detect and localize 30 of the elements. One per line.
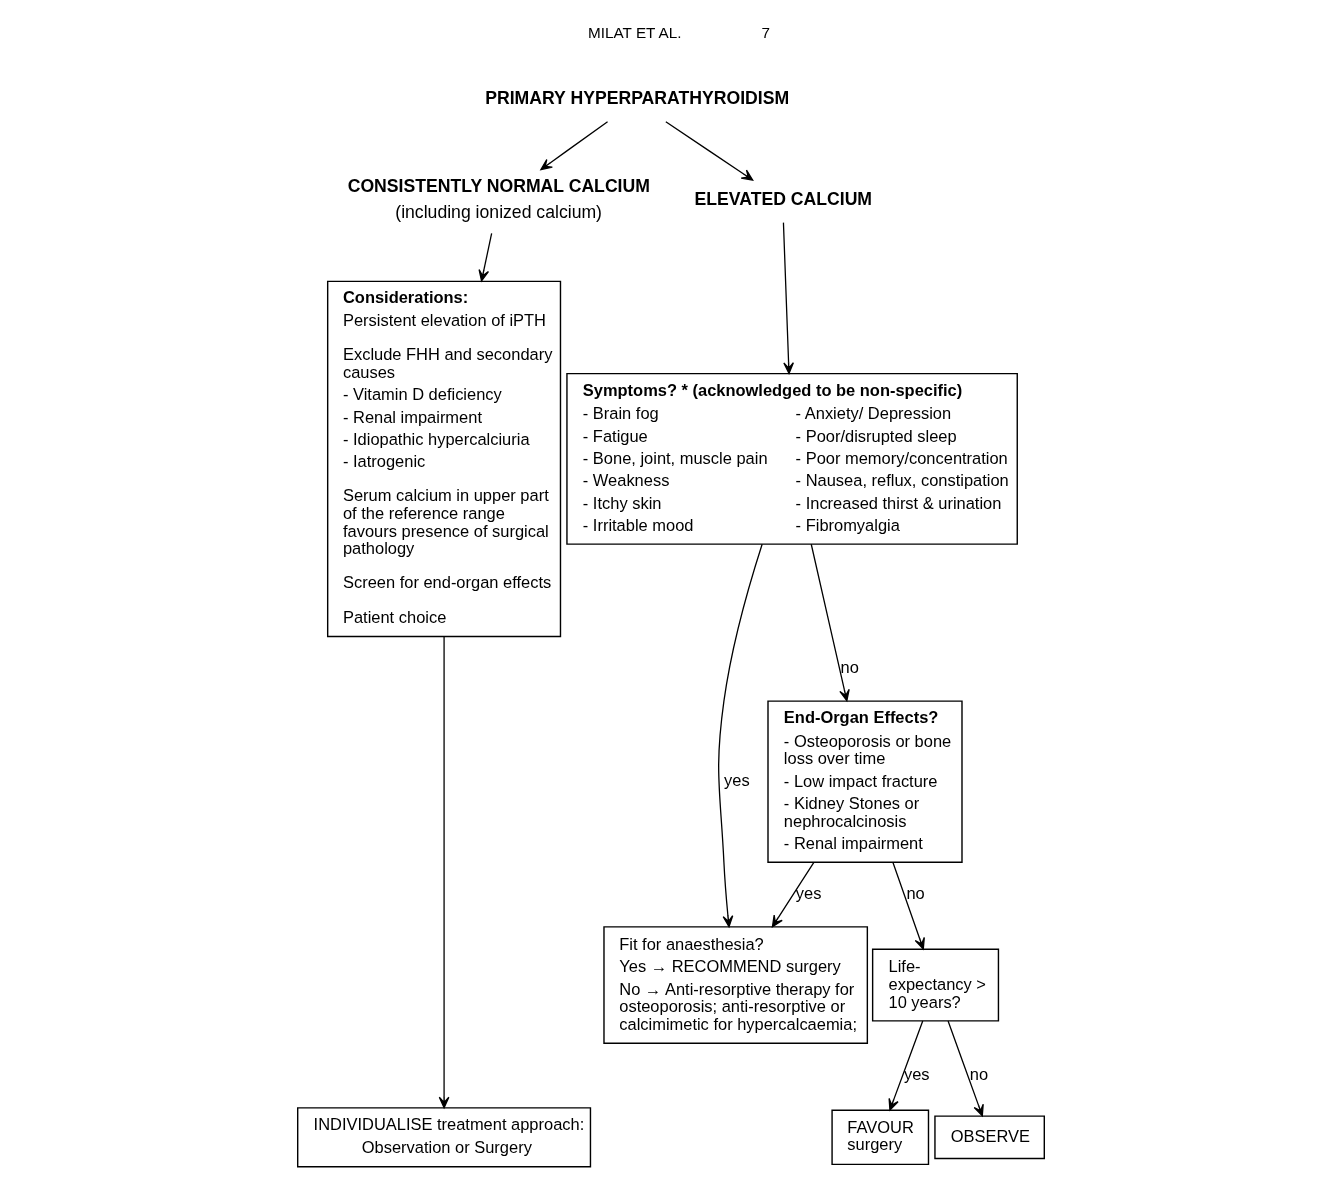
node-box: Life-expectancy > 10 years?: [871, 948, 1000, 1022]
edge-label: yes: [724, 771, 750, 789]
arrow: [892, 861, 925, 950]
arrow: [888, 1020, 924, 1111]
edge-label: no: [969, 1064, 989, 1083]
node-text: PRIMARY HYPERPARATHYROIDISM: [485, 87, 790, 108]
edge-label: no: [840, 658, 859, 677]
node-text: CONSISTENTLY NORMAL CALCIUM (including ionized calcium): [347, 176, 650, 222]
arrow: [810, 543, 850, 702]
arrow: [947, 1020, 984, 1117]
node-box: End-Organ Effects? - Osteoporosis or bone loss over time - Low impact fracture - Kidney Stones or nephrocalcinosis - Renal impairment: [767, 700, 963, 863]
node-box: Symptoms? * (acknowledged to be non-specific) - Brain fog - Anxiety/ Depression - Fatigue - Poor/disrupted sleep - Bone, joint, muscle pain - Poor memory/concentration - Weakness - Nausea, reflux, constipation - Itchy skin - Increased thirst & urination - Irritable mood - Fibromyalgia: [566, 372, 1018, 545]
edge-label: no: [906, 883, 925, 902]
label: 7: [761, 24, 771, 42]
arrow: [665, 121, 754, 181]
arrow: [438, 636, 450, 1109]
edge-label: yes: [903, 1064, 930, 1083]
arrow: [540, 121, 609, 171]
label: MILAT ET AL.: [588, 24, 682, 42]
edge-label: yes: [795, 883, 822, 902]
node-box: OBSERVE: [934, 1115, 1045, 1160]
arrow: [771, 861, 815, 928]
arrow: [782, 221, 794, 375]
node-box: INDIVIDUALISE treatment approach: Observation or Surgery: [297, 1107, 592, 1168]
node-box: Considerations: Persistent elevation of iPTH Exclude FHH and secondary causes - Vitamin D deficiency - Renal impairment - Idiopathic hypercalciuria - Iatrogenic Serum calcium in upper part of the reference range favours presence of surgical pathology Screen for end-organ effects Patient choice: [326, 280, 562, 638]
node-text: ELEVATED CALCIUM: [694, 188, 873, 209]
node-box: Fit for anaesthesia? Yes → RECOMMEND surgery No → Anti-resorptive therapy for osteoporosis; anti-resorptive or calcimimetic for hypercalcaemia;: [603, 926, 869, 1044]
arrow: [478, 232, 493, 282]
node-box: FAVOUR surgery: [831, 1109, 930, 1166]
arrow: [718, 543, 763, 928]
